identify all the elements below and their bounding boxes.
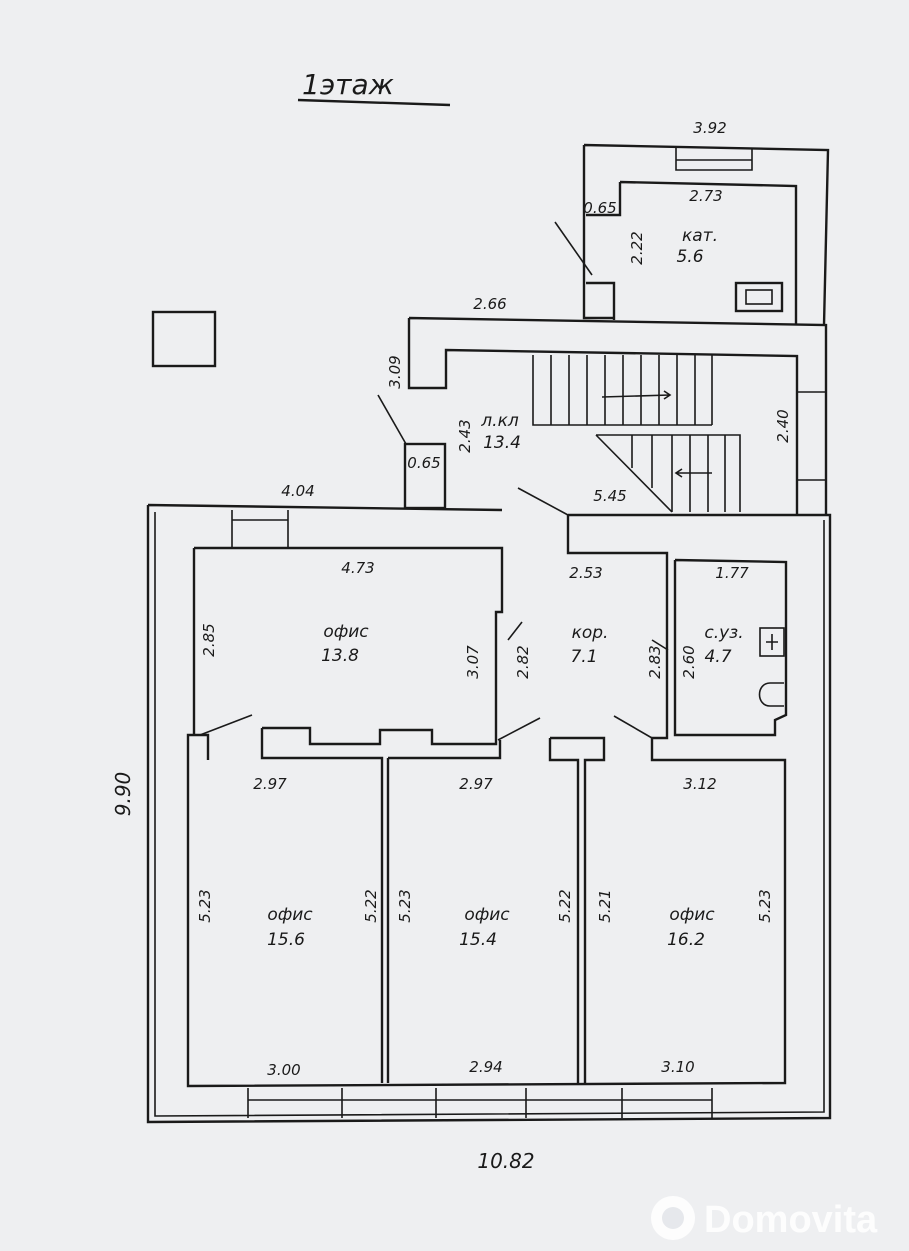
office1-corridor-door-swing [507,621,523,641]
floor-title: 1этаж [302,68,394,101]
dim-282: 2.82 [514,645,532,678]
toilet-icon [758,682,784,707]
main-building [146,503,832,1124]
room-label-kat: кат. [682,226,718,246]
room-area-ofis4: 16.2 [667,930,705,950]
boiler-icon [734,281,784,313]
dim-309: 3.09 [386,355,404,388]
dim-473: 4.73 [341,559,374,577]
dim-545: 5.45 [593,487,626,505]
office4-door-swing [613,715,653,739]
dim-297-mid: 2.97 [459,775,493,793]
watermark: Domovita [651,1196,878,1241]
boiler-room [554,143,830,326]
dim-266: 2.66 [473,295,506,313]
dim-285: 2.85 [200,623,218,656]
stair-hall [377,316,828,516]
dim-240: 2.40 [774,409,792,442]
dim-312: 3.12 [683,775,716,793]
title-underline [297,98,451,107]
dim-222: 2.22 [628,231,646,264]
corridor-door-swing [517,487,569,516]
dim-521: 5.21 [596,889,614,922]
staircase [532,355,741,513]
dim-065-kat: 0.65 [583,199,616,217]
dim-260: 2.60 [680,645,698,678]
dim-522-a: 5.22 [362,889,380,922]
dim-523-a: 5.23 [196,889,214,922]
room-label-lkl: л.кл [480,411,519,431]
office1-door-swing [199,714,253,736]
dim-177: 1.77 [715,564,749,582]
dim-065-stair: 0.65 [407,454,440,472]
dim-297-left: 2.97 [253,775,287,793]
room-area-ofis2: 15.6 [267,930,305,950]
room-label-kor: кор. [572,623,609,643]
room-label-ofis2: офис [267,905,313,925]
dim-392: 3.92 [693,119,726,137]
dim-300: 3.00 [267,1061,300,1079]
wc-door-swing [651,639,669,651]
dim-294: 2.94 [469,1058,502,1076]
dim-253: 2.53 [569,564,602,582]
dim-283: 2.83 [646,645,664,678]
sink-icon [759,627,785,657]
room-area-lkl: 13.4 [483,433,521,453]
dim-273: 2.73 [689,187,722,205]
room-area-suz: 4.7 [704,647,731,667]
chimney-block [151,310,217,368]
dim-522-b: 5.22 [556,889,574,922]
room-label-ofis3: офис [464,905,510,925]
boiler-door-swing [554,221,593,276]
office3-door-swing [497,717,541,741]
room-area-ofis1: 13.8 [321,646,359,666]
dim-310: 3.10 [661,1058,694,1076]
watermark-text: Domovita [704,1199,878,1241]
dim-523-b: 5.23 [396,889,414,922]
room-label-ofis4: офис [669,905,715,925]
room-area-ofis3: 15.4 [459,930,497,950]
dim-523-c: 5.23 [756,889,774,922]
room-label-suz: с.уз. [704,623,743,643]
stair-door-swing [377,394,407,445]
dim-total-width: 10.82 [477,1149,534,1173]
room-area-kor: 7.1 [570,647,597,667]
dim-243: 2.43 [456,419,474,452]
domovita-logo-icon [651,1196,695,1240]
room-label-ofis1: офис [323,622,369,642]
dim-307: 3.07 [464,645,482,679]
dim-404: 4.04 [281,482,314,500]
dim-total-depth: 9.90 [111,772,135,817]
room-area-kat: 5.6 [676,247,703,267]
